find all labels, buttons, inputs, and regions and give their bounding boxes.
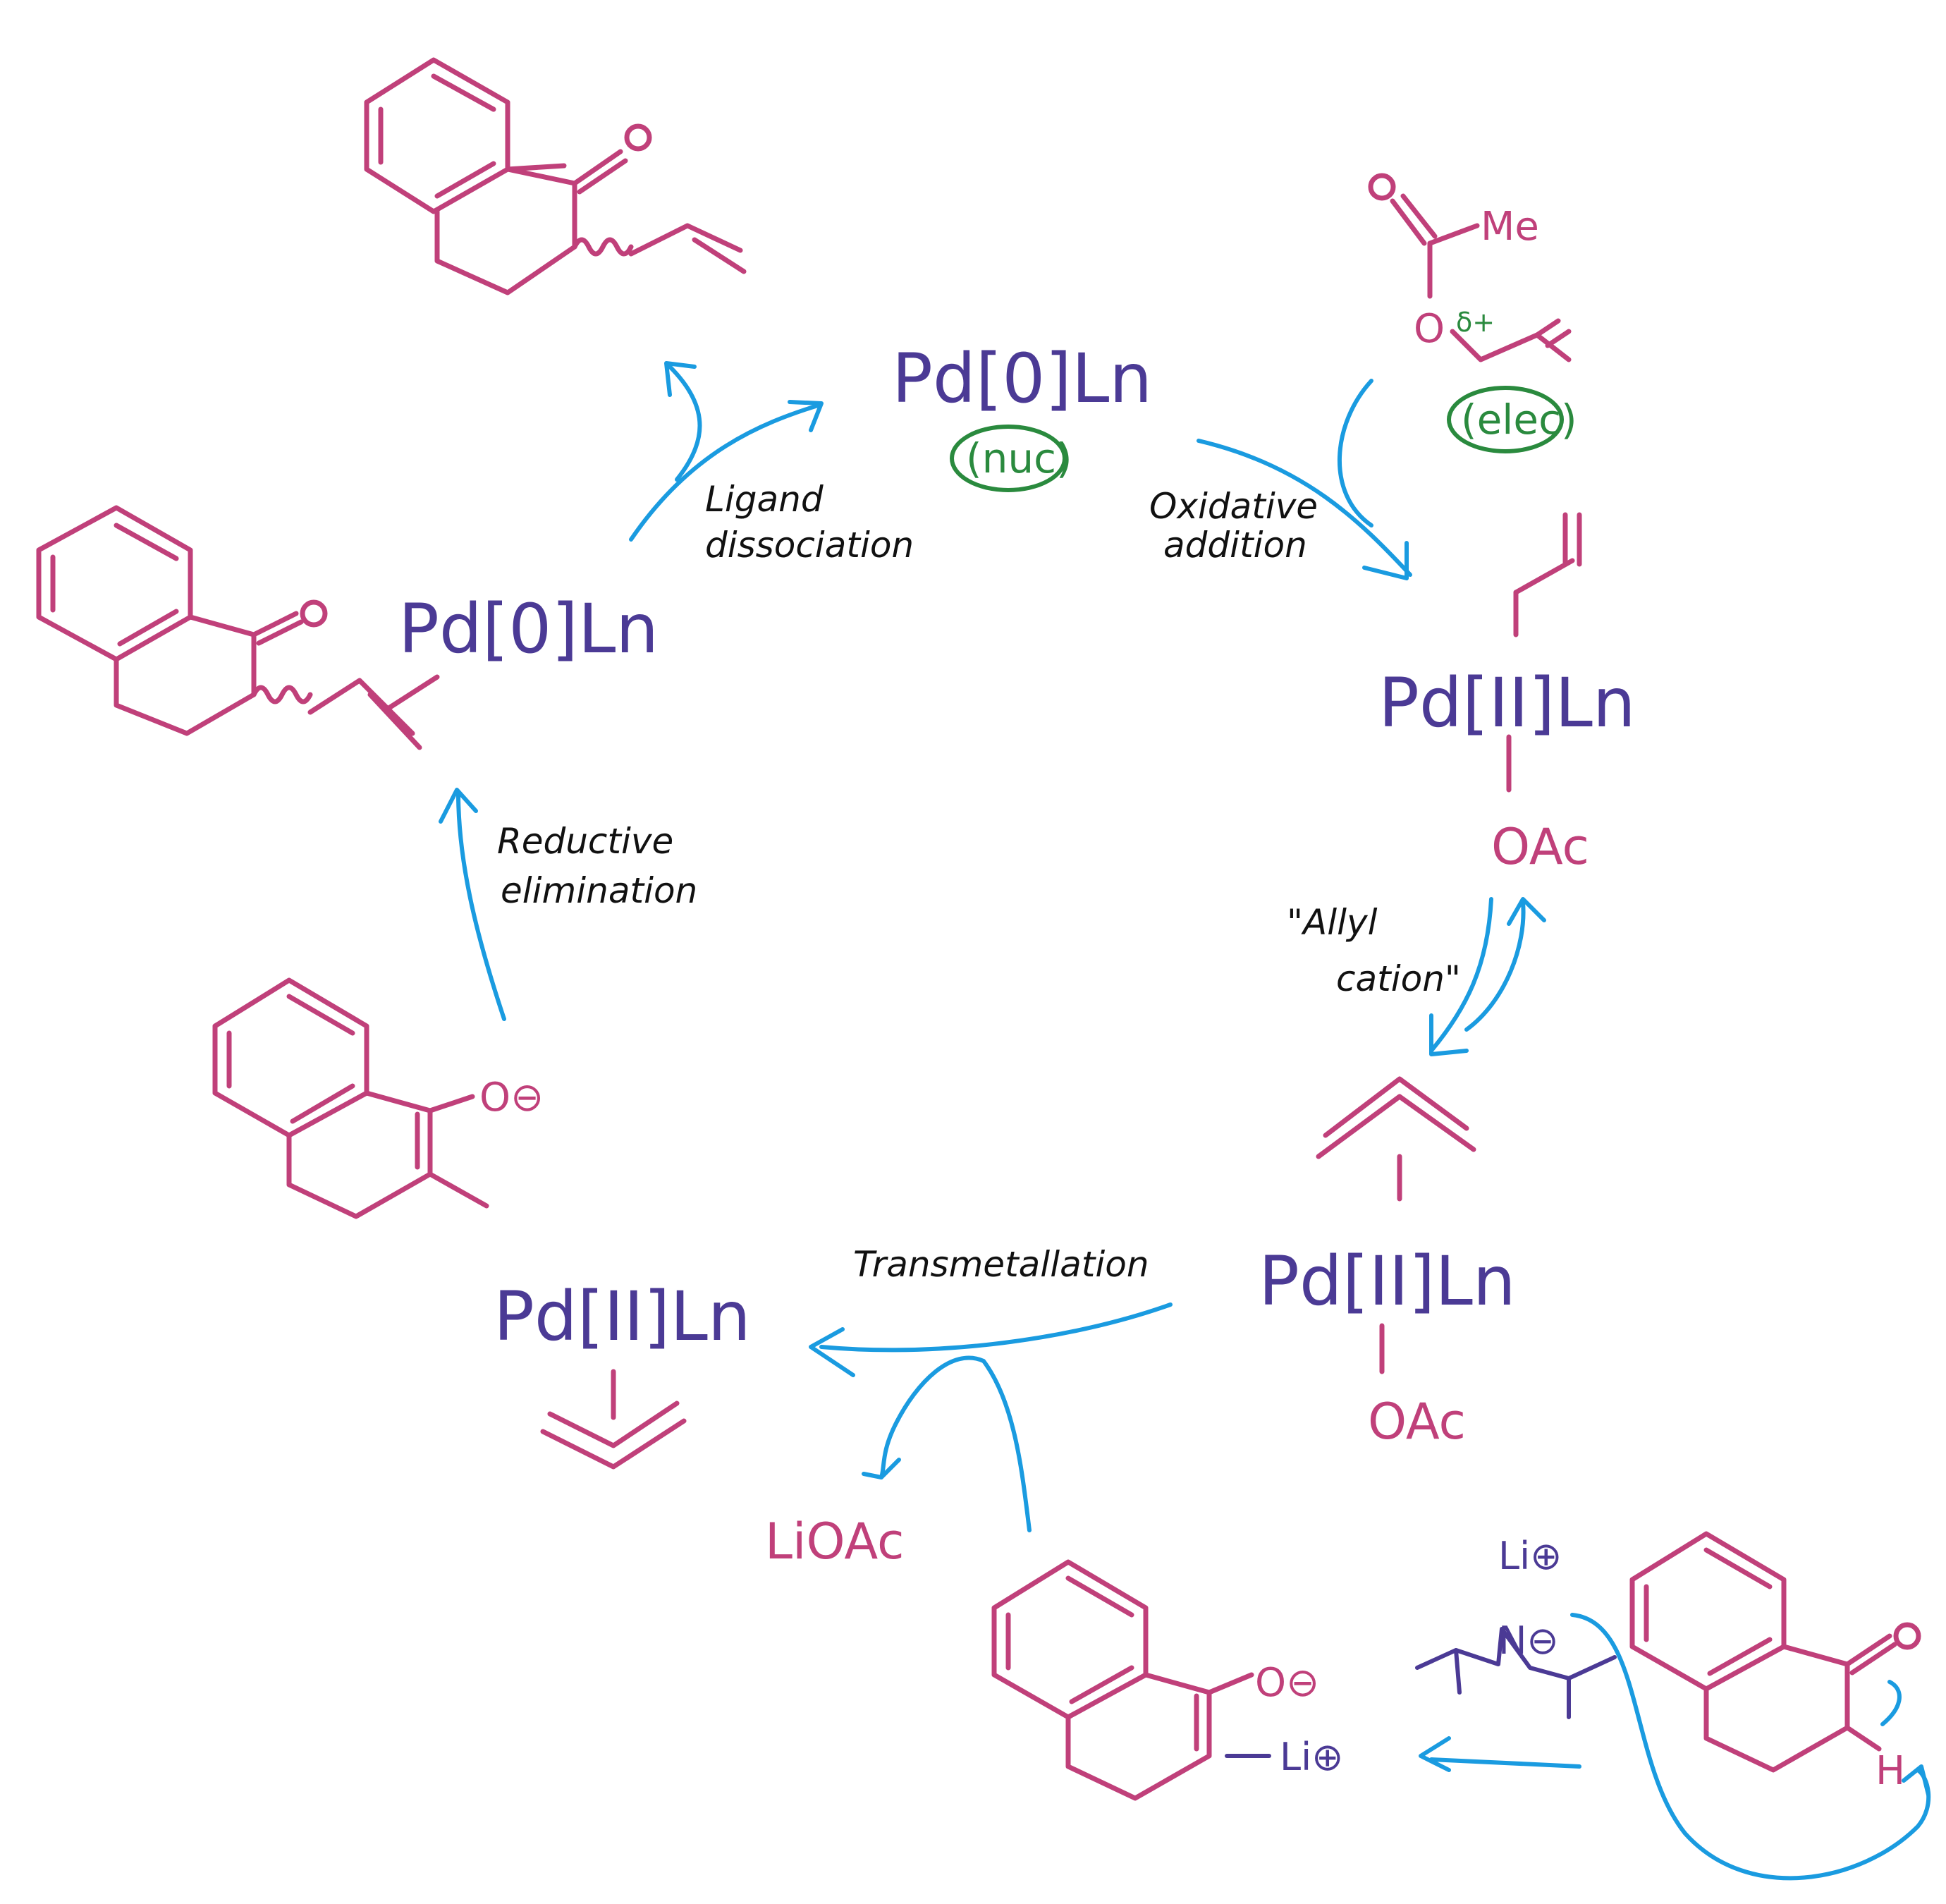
lda-molecule bbox=[1415, 1627, 1617, 1719]
svg-text:Ligand: Ligand bbox=[705, 479, 824, 520]
elec-annotation: (elec) bbox=[1447, 386, 1577, 453]
allyl-pd-oac-molecule bbox=[1506, 512, 1582, 793]
product-molecule-top bbox=[364, 57, 747, 295]
svg-text:dissociation: dissociation bbox=[705, 525, 914, 566]
alpha-hydrogen-label: H bbox=[1875, 1748, 1905, 1794]
pd0-complex-label: Pd[0]Ln bbox=[398, 590, 659, 669]
svg-text:"Allyl: "Allyl bbox=[1287, 902, 1378, 943]
lda-nitrogen-label: N⊖ bbox=[1498, 1618, 1559, 1663]
svg-text:Oxidative: Oxidative bbox=[1149, 486, 1318, 527]
pi-allyl-pd-molecule bbox=[1316, 1076, 1476, 1374]
elec-label: (elec) bbox=[1461, 396, 1577, 444]
svg-text:addition: addition bbox=[1163, 525, 1307, 566]
lithium-enolate-label: Li⊕ bbox=[1280, 1735, 1343, 1779]
lithium-enolate-molecule bbox=[991, 1559, 1271, 1801]
oac-bottom-right-label: OAc bbox=[1368, 1393, 1466, 1451]
svg-text:cation": cation" bbox=[1336, 958, 1461, 999]
pd-enolate-molecule bbox=[212, 977, 687, 1470]
methyl-label: Me bbox=[1481, 204, 1539, 250]
nuc-annotation: (nuc) bbox=[950, 425, 1072, 492]
allyl-carbonate-molecule bbox=[1368, 173, 1572, 362]
step-label-oxidative-addition: Oxidative addition bbox=[1149, 486, 1318, 566]
lda-lithium-label: Li⊕ bbox=[1498, 1534, 1562, 1578]
lioac-label: LiOAc bbox=[765, 1513, 904, 1570]
oac-right-label: OAc bbox=[1491, 818, 1589, 876]
enolate-oxygen-bottom: O⊖ bbox=[1255, 1660, 1319, 1706]
step-label-reductive-elimination: Reductive elimination bbox=[497, 821, 697, 911]
reaction-arrows bbox=[439, 361, 1931, 1881]
svg-text:Reductive: Reductive bbox=[497, 821, 673, 862]
step-label-ligand-dissociation: Ligand dissociation bbox=[705, 479, 914, 566]
pd2-allyl-label: Pd[II]Ln bbox=[1259, 1242, 1516, 1321]
delta-plus-label: δ+ bbox=[1456, 307, 1495, 338]
enolate-oxygen-left: O⊖ bbox=[479, 1075, 544, 1121]
pd-alkene-complex-molecule bbox=[36, 505, 440, 750]
step-label-allyl-cation: "Allyl cation" bbox=[1287, 902, 1461, 999]
step-label-transmetallation: Transmetallation bbox=[853, 1244, 1149, 1285]
carbonate-oxygen-label: O bbox=[1414, 306, 1445, 352]
tetralone-molecule bbox=[1629, 1531, 1921, 1773]
pd2-oxidative-label: Pd[II]Ln bbox=[1378, 664, 1636, 743]
pd0-catalyst-label: Pd[0]Ln bbox=[892, 339, 1152, 418]
pd2-enolate-label: Pd[II]Ln bbox=[494, 1277, 751, 1356]
svg-text:elimination: elimination bbox=[501, 870, 697, 911]
nuc-label: (nuc) bbox=[966, 434, 1072, 482]
